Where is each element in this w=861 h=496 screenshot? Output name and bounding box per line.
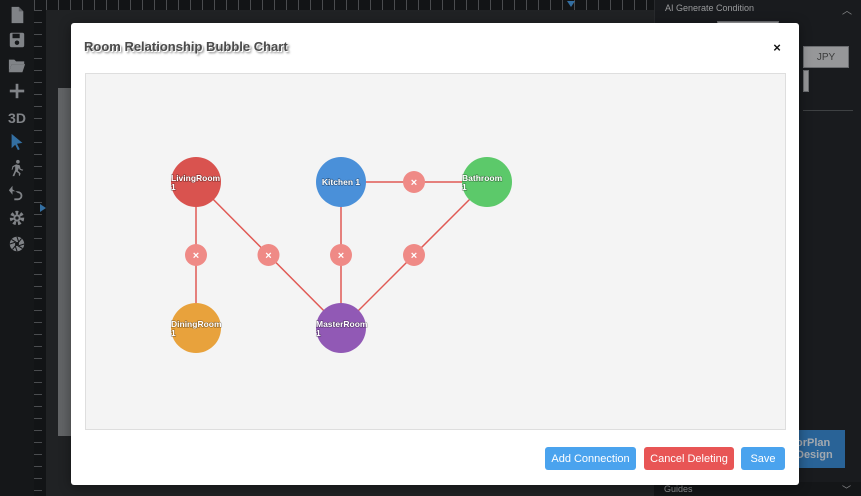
currency-chip[interactable]: JPY: [803, 46, 849, 68]
bubble-chart-modal: Room Relationship Bubble Chart × ×××××Li…: [71, 23, 799, 485]
select-pointer-icon[interactable]: [5, 131, 29, 153]
add-connection-button[interactable]: Add Connection: [545, 447, 636, 470]
save-icon[interactable]: [5, 29, 29, 51]
guides-footer[interactable]: Guides ﹀: [654, 482, 861, 496]
delete-marker-circle[interactable]: [330, 244, 352, 266]
delete-marker-circle[interactable]: [185, 244, 207, 266]
close-icon[interactable]: ×: [265, 250, 271, 262]
camera-aperture-icon[interactable]: [5, 233, 29, 255]
panel-divider: [803, 110, 853, 111]
chevron-down-icon[interactable]: ﹀: [841, 485, 851, 495]
floorplan-design-button[interactable]: orPlan Design: [790, 430, 845, 468]
guides-label: Guides: [664, 484, 693, 494]
close-icon[interactable]: ×: [773, 39, 781, 55]
panel-title: AI Generate Condition: [665, 3, 755, 13]
delete-marker-circle[interactable]: [403, 244, 425, 266]
delete-edge-button[interactable]: ×: [185, 244, 207, 266]
modal-title: Room Relationship Bubble Chart: [84, 39, 288, 54]
room-bubble-circle[interactable]: [171, 303, 221, 353]
room-bubble-circle[interactable]: [316, 157, 366, 207]
walk-icon[interactable]: [5, 157, 29, 179]
cancel-deleting-button[interactable]: Cancel Deleting: [644, 447, 734, 470]
ruler-marker-top[interactable]: [567, 1, 575, 7]
undo-icon[interactable]: [5, 182, 29, 204]
room-bubble-circle[interactable]: [316, 303, 366, 353]
add-icon[interactable]: [5, 80, 29, 102]
floorplan-label-1: orPlan: [796, 437, 831, 449]
room-label: Kitchen 1: [322, 177, 361, 187]
left-toolbar: 3D: [0, 0, 34, 496]
left-ruler: [34, 10, 46, 496]
save-button[interactable]: Save: [741, 447, 785, 470]
open-folder-icon[interactable]: [5, 54, 29, 76]
close-icon[interactable]: ×: [338, 250, 344, 262]
close-icon[interactable]: ×: [411, 250, 417, 262]
room-bubble-kitchen[interactable]: Kitchen 1: [316, 157, 366, 207]
delete-marker-circle[interactable]: [403, 171, 425, 193]
room-bubble-circle[interactable]: [171, 157, 221, 207]
panel-chip-small[interactable]: [803, 70, 809, 92]
floorplan-label-2: Design: [796, 449, 833, 461]
delete-edge-button[interactable]: ×: [403, 171, 425, 193]
delete-marker-layer: × × × × ×: [185, 171, 425, 266]
delete-edge-button[interactable]: ×: [257, 244, 280, 266]
3d-view-icon[interactable]: 3D: [8, 110, 26, 126]
ruler-marker-left[interactable]: [40, 204, 46, 212]
delete-edge-button[interactable]: ×: [403, 244, 425, 266]
delete-edge-button[interactable]: ×: [330, 244, 352, 266]
close-icon[interactable]: ×: [193, 250, 199, 262]
settings-icon[interactable]: [5, 207, 29, 229]
delete-marker-circle[interactable]: [257, 244, 280, 266]
new-file-icon[interactable]: [5, 4, 29, 26]
chevron-up-icon[interactable]: ︿: [842, 6, 852, 17]
room-bubble-circle[interactable]: [462, 157, 512, 207]
close-icon[interactable]: ×: [411, 177, 417, 189]
top-ruler: [34, 0, 654, 10]
